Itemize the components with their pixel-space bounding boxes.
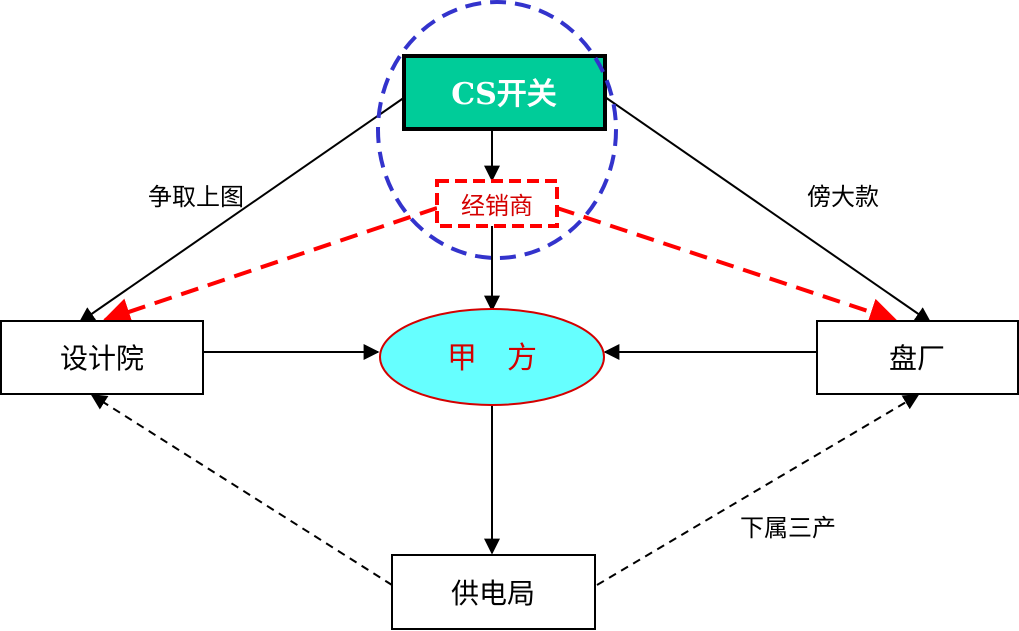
edge-dealer-to-factory [556, 206, 898, 326]
cs-switch-label: CS开关 [451, 77, 557, 112]
client-node [379, 308, 605, 406]
design-institute-label: 设计院 [60, 342, 144, 375]
edge-label-right-top: 傍大款 [807, 183, 879, 211]
switchgear-factory-node [816, 320, 1019, 395]
dealer-node [435, 179, 559, 228]
edge-bureau-to-factory [596, 394, 920, 586]
power-bureau-label: 供电局 [451, 577, 535, 610]
edge-cs-to-design [78, 96, 406, 323]
edge-cs-to-factory [604, 96, 932, 323]
edge-label-right-bottom: 下属三产 [740, 514, 836, 542]
power-bureau-node [391, 554, 596, 630]
edge-label-left-top: 争取上图 [148, 183, 244, 211]
design-institute-node [0, 320, 204, 395]
dealer-label: 经销商 [461, 192, 533, 220]
client-label: 甲 方 [447, 341, 537, 376]
cs-switch-node [402, 54, 607, 131]
edge-bureau-to-design [90, 394, 393, 586]
focus-circle [376, 0, 618, 260]
edge-dealer-to-design [102, 206, 438, 326]
switchgear-factory-label: 盘厂 [889, 342, 945, 375]
